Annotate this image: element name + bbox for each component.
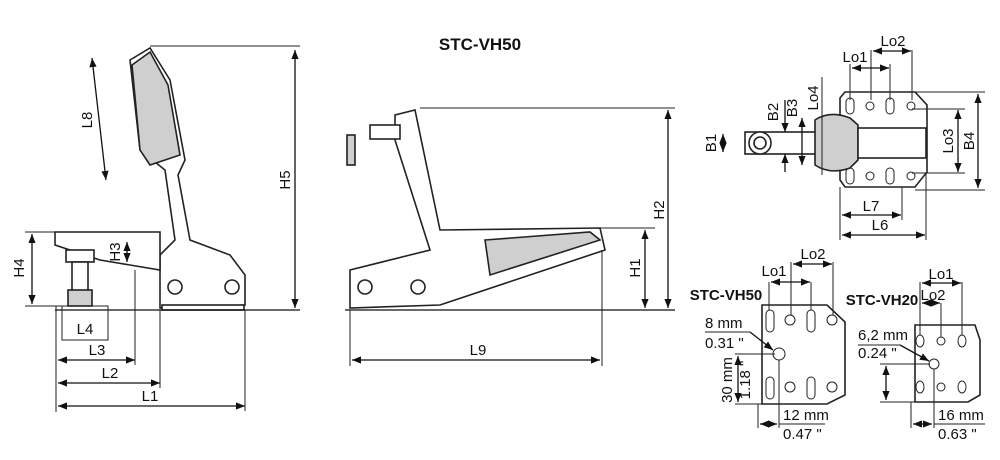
- vh50-hole-mm: 8 mm: [705, 315, 743, 332]
- top-view: Lo1 Lo2 Lo4 B3 B2 B1 Lo3 B4 L7 L6: [703, 33, 985, 240]
- dim-B4: B4: [961, 132, 978, 150]
- base-plate-vh50: STC-VH50 Lo1 Lo2 8 mm 0.31 " 30 mm 1.18 …: [690, 246, 846, 443]
- vh50-offset-mm: 12 mm: [783, 407, 829, 424]
- dim-Lo3: Lo3: [940, 128, 957, 153]
- vh20-Lo1: Lo1: [928, 266, 953, 283]
- side-view: H5 L8 H4 H3 L4 L3 L2 L1: [11, 45, 300, 412]
- dim-L4: L4: [77, 321, 94, 338]
- dim-H2: H2: [651, 200, 668, 219]
- vh50-offset-in: 0.47 ": [783, 426, 822, 443]
- vh20-offset-mm: 16 mm: [938, 407, 984, 424]
- open-view: H2 H1 L9: [345, 107, 675, 366]
- vh20-offset-in: 0.63 ": [938, 426, 977, 443]
- dim-Lo4: Lo4: [805, 85, 822, 110]
- vh50-Lo2: Lo2: [800, 246, 825, 263]
- dim-L2: L2: [102, 365, 119, 382]
- dim-B1: B1: [703, 134, 720, 152]
- dim-L3: L3: [89, 342, 106, 359]
- dim-L6: L6: [872, 217, 889, 234]
- dim-B3: B3: [784, 99, 801, 117]
- base-plate-vh20: STC-VH20 Lo1 Lo2 6,2 mm 0.24 " 16 mm 0.6…: [846, 266, 985, 443]
- vh20-Lo2: Lo2: [920, 287, 945, 304]
- dim-Lo1: Lo1: [842, 49, 867, 66]
- drawing-title: STC-VH50: [439, 35, 521, 54]
- model-label-vh20: STC-VH20: [846, 292, 919, 309]
- vh20-hole-in: 0.24 ": [858, 345, 897, 362]
- dim-L8: L8: [79, 112, 96, 129]
- dim-H5: H5: [277, 170, 294, 189]
- vh20-hole-mm: 6,2 mm: [858, 327, 908, 344]
- dim-Lo2: Lo2: [880, 33, 905, 50]
- dim-H1: H1: [627, 258, 644, 277]
- dim-L9: L9: [470, 342, 487, 359]
- dim-L7: L7: [863, 198, 880, 215]
- vh50-hole-in: 0.31 ": [705, 335, 744, 352]
- dim-L1: L1: [142, 388, 159, 405]
- vh50-height-mm: 30 mm: [719, 357, 736, 403]
- vh50-height-in: 1.18 ": [737, 361, 754, 400]
- dim-H4: H4: [11, 258, 28, 277]
- model-label-vh50: STC-VH50: [690, 287, 763, 304]
- dim-H3: H3: [107, 242, 124, 261]
- vh50-Lo1: Lo1: [761, 263, 786, 280]
- dim-B2: B2: [765, 103, 782, 121]
